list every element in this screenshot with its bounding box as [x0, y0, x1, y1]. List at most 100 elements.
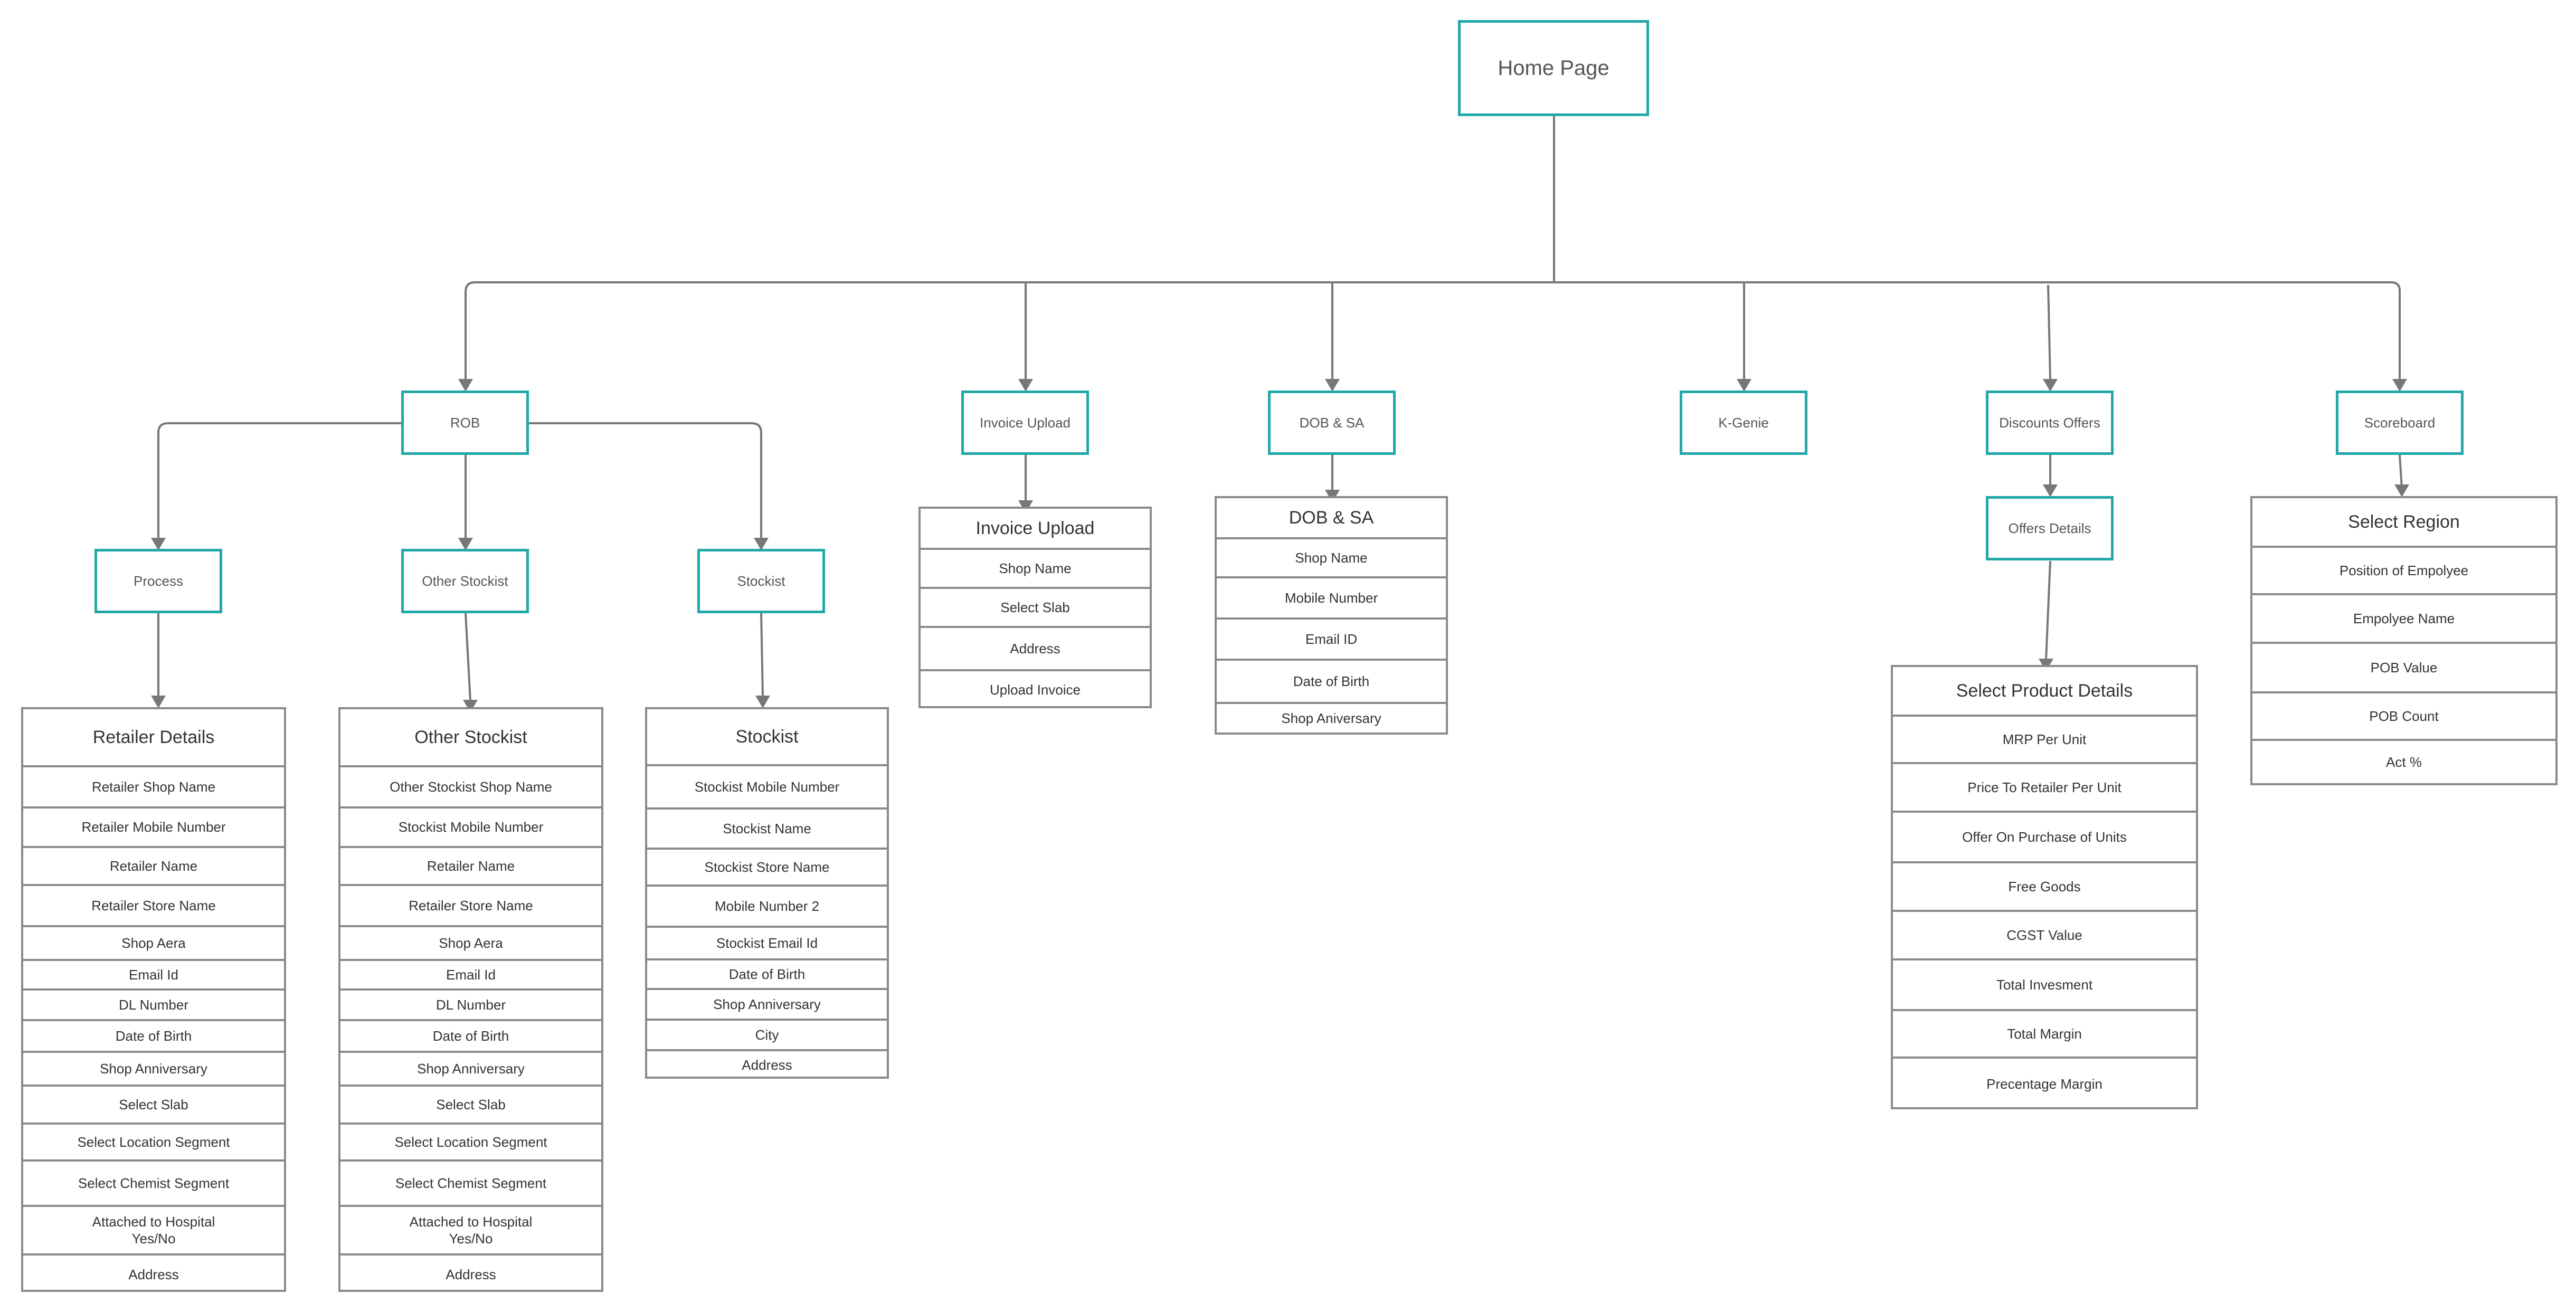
arrowhead: [2394, 484, 2409, 497]
invoice-upload-node[interactable]: Invoice Upload: [961, 391, 1089, 455]
table-row: Price To Retailer Per Unit: [1893, 762, 2196, 811]
table-title: Retailer Details: [92, 727, 215, 747]
table-row: Date of Birth: [647, 958, 887, 988]
table-title: Select Region: [2348, 511, 2460, 532]
stockist-node[interactable]: Stockist: [697, 549, 825, 613]
table-row: Retailer Shop Name: [23, 765, 284, 806]
connector-stockist-table: [760, 613, 764, 697]
arrowhead: [755, 696, 770, 708]
table-row: Select Location Segment: [340, 1122, 601, 1159]
arrowhead: [151, 538, 166, 550]
arrowhead: [2392, 379, 2407, 392]
rob-node[interactable]: ROB: [401, 391, 529, 455]
table-row: Select Slab: [23, 1084, 284, 1122]
discounts-offers-node[interactable]: Discounts Offers: [1986, 391, 2114, 455]
table-row: Attached to Hospital Yes/No: [340, 1205, 601, 1253]
connector-bus: [475, 281, 2401, 291]
process-node[interactable]: Process: [94, 549, 222, 613]
table-row: POB Count: [2252, 691, 2555, 739]
table-row: Empolyee Name: [2252, 593, 2555, 642]
table-row: Total Invesment: [1893, 958, 2196, 1009]
arrowhead: [1737, 379, 1751, 392]
arrowhead: [151, 696, 166, 708]
table-row: Select Location Segment: [23, 1122, 284, 1159]
offers-details-node[interactable]: Offers Details: [1986, 496, 2114, 560]
other-stockist-table: Other Stockist Other Stockist Shop Name …: [338, 707, 603, 1292]
table-title: Stockist: [735, 726, 799, 747]
table-row: Shop Name: [1217, 537, 1446, 576]
table-row: Address: [921, 626, 1150, 669]
table-row: DL Number: [340, 988, 601, 1019]
table-row: Select Slab: [921, 587, 1150, 626]
connector-rob-right: [528, 422, 762, 539]
table-row: Shop Anniversary: [340, 1051, 601, 1084]
arrowhead: [463, 700, 478, 712]
table-row: Retailer Name: [340, 846, 601, 884]
table-row: Mobile Number: [1217, 576, 1446, 617]
connector-bus-left: [465, 281, 476, 380]
connector-scoreboard-table: [2399, 454, 2403, 489]
table-row: Free Goods: [1893, 861, 2196, 910]
table-row: Total Margin: [1893, 1009, 2196, 1057]
table-row: Stockist Mobile Number: [647, 764, 887, 807]
dob-sa-node[interactable]: DOB & SA: [1268, 391, 1396, 455]
table-row: Stockist Email Id: [647, 926, 887, 958]
table-title: Invoice Upload: [976, 518, 1095, 538]
connector-other-table: [465, 613, 471, 701]
table-row: Other Stockist Shop Name: [340, 765, 601, 806]
table-title: Other Stockist: [414, 727, 527, 747]
table-row: Email ID: [1217, 617, 1446, 659]
arrowhead: [1018, 379, 1033, 392]
arrowhead: [1325, 379, 1340, 392]
arrowhead: [754, 538, 769, 550]
stockist-table: Stockist Stockist Mobile Number Stockist…: [645, 707, 889, 1079]
table-row: Retailer Store Name: [340, 884, 601, 925]
table-row: Address: [23, 1253, 284, 1294]
table-row: Shop Aera: [340, 925, 601, 959]
scoreboard-node[interactable]: Scoreboard: [2336, 391, 2464, 455]
table-row: Select Chemist Segment: [340, 1159, 601, 1205]
k-genie-node[interactable]: K-Genie: [1680, 391, 1807, 455]
select-region-table: Select Region Position of Empolyee Empol…: [2250, 496, 2558, 785]
product-details-table: Select Product Details MRP Per Unit Pric…: [1891, 665, 2198, 1109]
table-row: Date of Birth: [1217, 659, 1446, 702]
table-row: Stockist Mobile Number: [340, 806, 601, 846]
retailer-details-table: Retailer Details Retailer Shop Name Reta…: [21, 707, 286, 1292]
home-page-node[interactable]: Home Page: [1458, 20, 1649, 116]
table-row: Date of Birth: [340, 1019, 601, 1051]
table-row: Stockist Store Name: [647, 848, 887, 884]
other-stockist-node[interactable]: Other Stockist: [401, 549, 529, 613]
table-row: Shop Anniversary: [23, 1051, 284, 1084]
table-row: Select Slab: [340, 1084, 601, 1122]
table-row: Email Id: [23, 959, 284, 988]
connector-to-discounts: [2047, 284, 2051, 380]
table-row: Retailer Store Name: [23, 884, 284, 925]
arrowhead: [458, 379, 473, 392]
table-row: Mobile Number 2: [647, 884, 887, 926]
table-row: Select Chemist Segment: [23, 1159, 284, 1205]
table-row: Precentage Margin: [1893, 1057, 2196, 1109]
table-row: Stockist Name: [647, 807, 887, 848]
table-row: Email Id: [340, 959, 601, 988]
table-title: Select Product Details: [1956, 680, 2133, 701]
connector-rob-left: [157, 422, 401, 539]
table-row: Address: [340, 1253, 601, 1294]
table-row: Shop Aera: [23, 925, 284, 959]
arrowhead: [2043, 379, 2058, 392]
table-row: Act %: [2252, 739, 2555, 783]
table-row: Date of Birth: [23, 1019, 284, 1051]
dob-sa-table: DOB & SA Shop Name Mobile Number Email I…: [1215, 496, 1448, 735]
table-row: Shop Aniversary: [1217, 702, 1446, 732]
arrowhead: [2043, 484, 2058, 497]
table-row: Upload Invoice: [921, 669, 1150, 708]
table-row: City: [647, 1019, 887, 1049]
connector-offers-table: [2045, 560, 2051, 660]
table-row: CGST Value: [1893, 910, 2196, 958]
table-row: Shop Name: [921, 548, 1150, 587]
table-row: Retailer Mobile Number: [23, 806, 284, 846]
table-row: DL Number: [23, 988, 284, 1019]
table-row: Attached to Hospital Yes/No: [23, 1205, 284, 1253]
arrowhead: [458, 538, 473, 550]
table-row: Offer On Purchase of Units: [1893, 811, 2196, 861]
